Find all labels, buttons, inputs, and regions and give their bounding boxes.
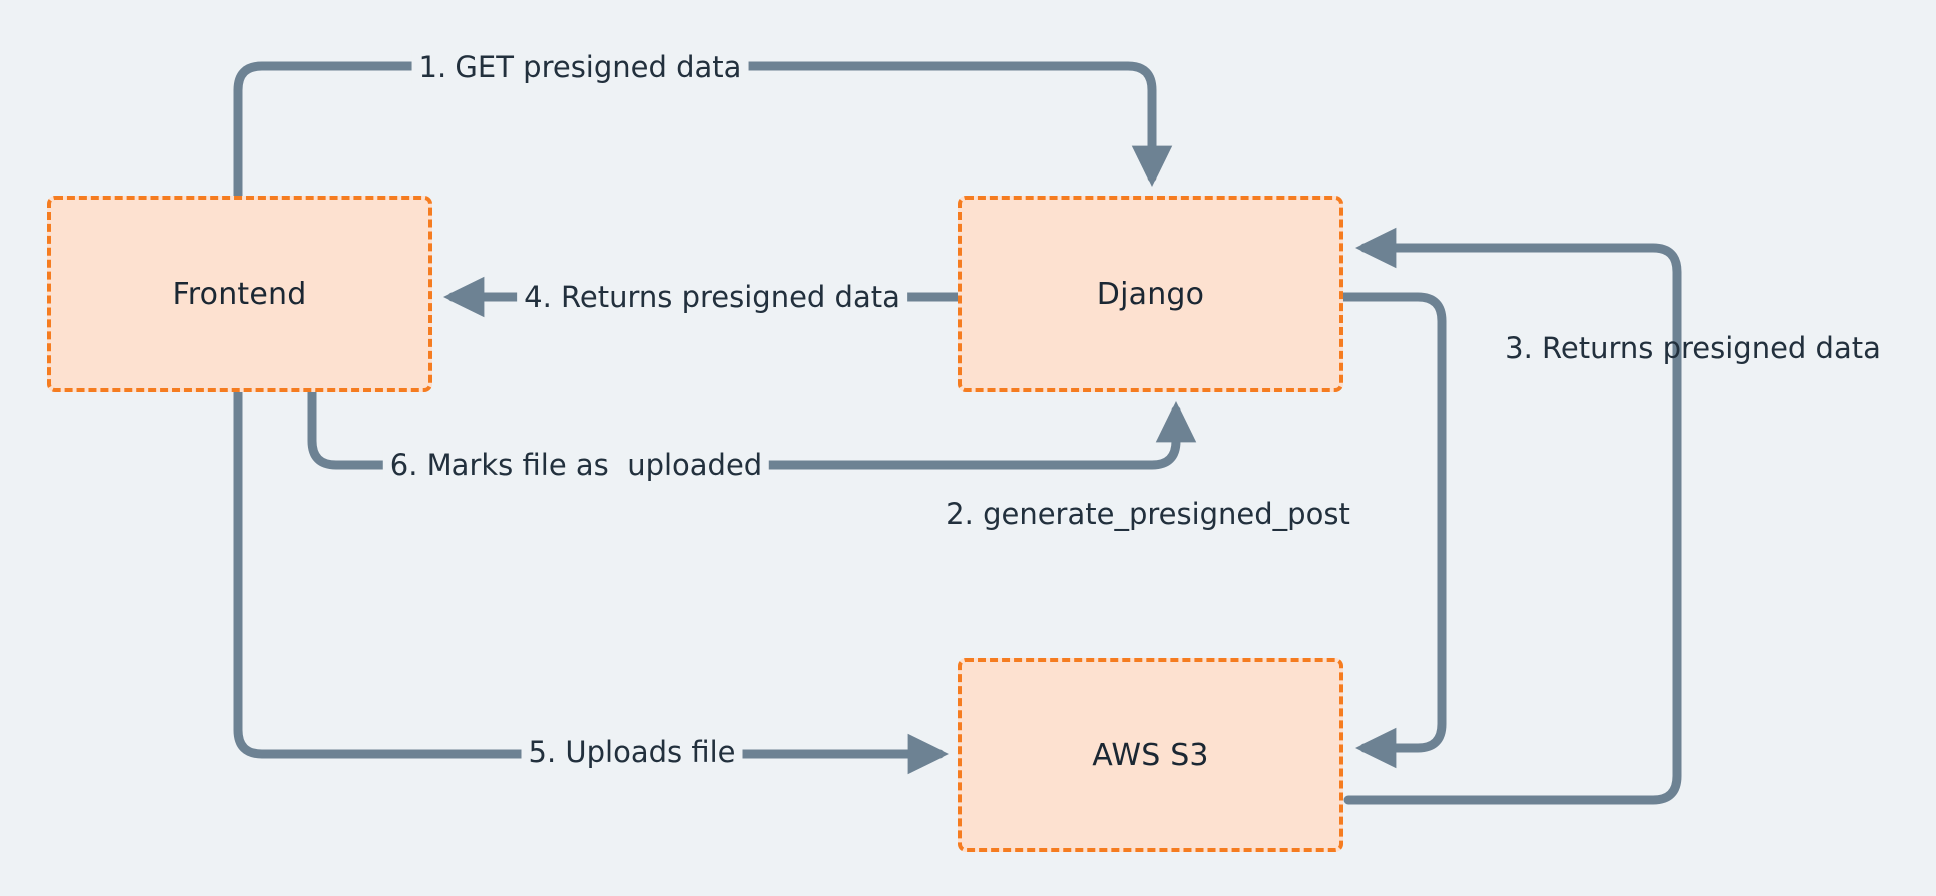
node-frontend[interactable]: Frontend bbox=[47, 196, 432, 392]
edge-label-2: 2. generate_presigned_post bbox=[946, 497, 1350, 531]
node-django-label: Django bbox=[1096, 276, 1205, 312]
edge-label-1: 1. GET presigned data bbox=[411, 50, 749, 84]
edge-label-5: 5. Uploads file bbox=[521, 735, 743, 769]
edge-label-3: 3. Returns presigned data bbox=[1505, 331, 1881, 365]
edge-path-1 bbox=[233, 61, 1173, 201]
edge-path-3 bbox=[1343, 227, 1682, 805]
edge-path-2 bbox=[1337, 292, 1447, 769]
node-django[interactable]: Django bbox=[958, 196, 1343, 392]
node-frontend-label: Frontend bbox=[172, 276, 307, 312]
edge-label-4: 4. Returns presigned data bbox=[517, 280, 907, 314]
edge-label-6: 6. Marks file as uploaded bbox=[382, 448, 770, 482]
edge-path-5 bbox=[233, 387, 950, 775]
node-aws-s3[interactable]: AWS S3 bbox=[958, 658, 1343, 852]
node-aws-s3-label: AWS S3 bbox=[1092, 737, 1209, 773]
